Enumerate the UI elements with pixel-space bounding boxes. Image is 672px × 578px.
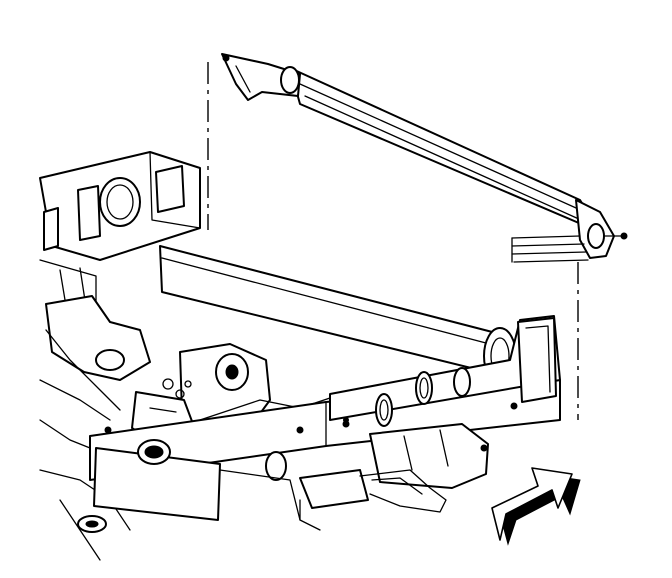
direction-arrow-icon: [491, 467, 581, 546]
right-frame-section: [329, 315, 561, 427]
removed-crossmember-assembly: [221, 53, 628, 263]
alignment-lines: [207, 62, 579, 420]
lower-frame-crossmember: [89, 379, 561, 521]
right-lower-bracket: [299, 423, 489, 531]
left-frame-rail: [39, 151, 201, 361]
